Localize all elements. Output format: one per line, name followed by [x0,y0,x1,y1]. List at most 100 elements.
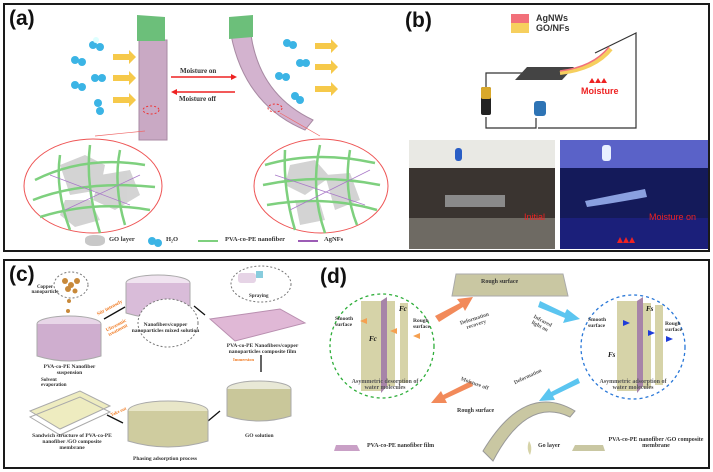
legend-go-layer: GO layer [109,236,135,243]
agnws-swatch [511,14,529,23]
adsorption-circle [580,294,686,400]
process-arrow [193,305,206,316]
legend-agnfs: AgNFs [324,236,344,243]
right-rough-label: Rough surface [665,321,683,333]
airflow-arrows-left [113,50,136,107]
bottom-rough-surface-label: Rough surface [457,408,495,414]
go-solution-label: GO solution [245,433,274,439]
water-molecule-icon [148,235,162,247]
legend-h2o: H₂O [166,236,179,243]
left-rough-label: Rough surface [413,318,431,330]
left-force-label-bottom: Fc [369,335,377,343]
photo-background-blue [560,140,708,168]
sandwich-membrane-lower [28,396,112,436]
zoom-marker [267,103,283,113]
strip-bent [585,189,647,207]
go-layer-icon [527,441,532,455]
zoom-leader-line [279,112,321,137]
spraying-label: Spraying [249,294,269,299]
composite-film [208,308,307,342]
process-arrow [103,306,126,320]
immersion-label: Immersion [233,357,254,362]
nanofiber-film-icon [334,445,360,451]
dish-suspension [36,324,102,362]
zoom-circle-right [253,138,389,234]
step2-label: Nanofibers/copper nanoparticles mixed so… [131,322,200,334]
composite-membrane-icon [572,445,605,451]
left-force-label-top: Fc [399,305,407,313]
zoom-marker [142,105,160,115]
nanofiber-film-left [381,297,387,393]
layer-stack-right [617,301,663,391]
top-figure-frame: (a) Moisture on Moisture off GO layer H₂… [3,3,710,252]
led-on [602,145,611,161]
moisture-label: Moisture [581,86,619,96]
left-smooth-label: Smooth surface [335,316,354,328]
panel-c-graphics [28,265,307,448]
go-layer-icon [85,235,105,246]
straight-strip [138,39,168,141]
sandwich-membrane [28,390,112,430]
sprayer [238,273,256,283]
bent-strip-clamp [229,15,253,39]
force-arrows-orange [360,318,420,339]
battery-cap [481,87,491,99]
water-molecules [71,37,310,115]
bottom-figure-frame: (c) Copper nanoparticle PVA-co-PE Nanofi… [3,259,710,469]
step1-label: PVA-co-PE Nanofiber suspension [43,364,96,376]
dish-phasing [127,411,209,448]
right-force-label-bottom: Fs [608,351,616,359]
legend-nanofiber-film: PVA-co-PE nanofiber film [367,443,435,449]
right-caption: Asymmetric adsorption of water molecules [599,379,667,391]
legend-gonfs: GO/NFs [536,23,570,33]
airflow-arrows-right [315,39,338,96]
desorption-circle [329,293,435,399]
panel-a-graphics [23,15,389,234]
process-arrow [106,414,124,424]
sprayer-nozzle [256,271,263,278]
right-force-label-top: Fs [646,305,654,313]
step3-label: PVA-co-PE Nanofibers/copper nanoparticle… [226,343,299,355]
legend-agnws: AgNWs [536,13,568,23]
photo-background-wall [409,140,555,168]
right-smooth-label: Smooth surface [588,317,607,329]
top-rough-surface-label: Rough surface [481,279,519,285]
strip-flat [445,195,505,207]
nanofiber-line-icon [198,240,218,242]
gonfs-swatch [511,23,529,33]
initial-label: Initial [524,212,546,222]
process-arrow [207,410,221,422]
circuit-wire [485,117,537,129]
panel-b-label: (b) [405,9,432,32]
bent-membrane [482,401,576,462]
led-icon [534,101,546,116]
legend-go-layer-d: Go layer [538,443,561,449]
deformation-arrow [539,378,580,401]
agnws-layer [559,46,610,72]
legend-nanofiber: PVA-co-PE nanofiber [225,236,286,243]
moisture-on-label: Moisture on [180,67,217,75]
panel-d-label: (d) [320,265,347,288]
moisture-on-arrows [617,237,635,243]
bent-strip [230,34,314,131]
arrowhead [231,74,237,80]
led-off [455,148,462,161]
moisture-arrows [589,78,607,83]
copper-label: Copper nanoparticle [31,285,59,295]
moisture-off-label: Moisture off [179,95,216,103]
bending-actuator [559,47,613,75]
agnf-line-icon [298,240,318,242]
electrode-plate [515,67,574,80]
flat-membrane [451,273,569,297]
left-caption: Asymmetric desorption of water molecules [351,379,419,391]
copper-particles [62,278,80,323]
moisture-on-photo-label: Moisture on [649,212,697,222]
arrowhead [171,89,177,95]
agnf-lines [49,169,371,211]
moisture-off-arrow [431,381,473,403]
sandwich-label: Sandwich structure of PVA-co-PE nanofibe… [32,433,112,451]
dish-go-solution [226,389,292,422]
phasing-zoom-bubble [137,298,199,348]
panel-b-graphics [409,14,708,249]
nanofiber-mesh [32,144,381,234]
